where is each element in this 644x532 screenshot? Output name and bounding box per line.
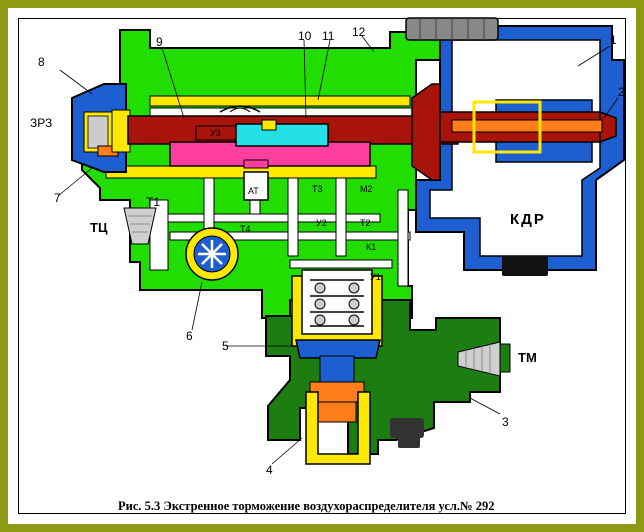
label-1: 1	[610, 33, 617, 47]
tc-connector	[123, 207, 157, 245]
inner-label-u1: У1	[370, 272, 381, 282]
inner-label-m2: М2	[360, 184, 373, 194]
label-9: 9	[156, 35, 163, 49]
label-8: 8	[38, 55, 45, 69]
rotary-valve	[185, 227, 239, 281]
inner-label-k1: К1	[366, 242, 376, 252]
figure-caption: Рис. 5.3 Экстренное торможение воздухора…	[118, 499, 495, 513]
leader-lines	[57, 35, 619, 465]
label-12: 12	[352, 25, 366, 39]
frame-inner-border	[18, 18, 626, 514]
label-t1: Т1	[146, 195, 160, 209]
left-cap	[71, 83, 131, 173]
label-4: 4	[266, 463, 273, 477]
label-11: 11	[322, 29, 335, 43]
lower-body	[265, 269, 501, 465]
inner-label-t2: Т2	[360, 218, 371, 228]
inner-label-t4: Т4	[240, 224, 251, 234]
top-bolt	[405, 17, 499, 41]
inner-label-t3: Т3	[312, 184, 323, 194]
tm-connector	[457, 341, 511, 377]
inner-label-u2: У2	[316, 218, 327, 228]
label-kdr: КДР	[510, 211, 546, 228]
label-tc: ТЦ	[90, 220, 108, 235]
label-10: 10	[298, 29, 312, 43]
label-zrz: ЗРЗ	[30, 116, 52, 130]
label-5: 5	[222, 339, 229, 353]
inner-pistons	[169, 105, 371, 201]
label-2: 2	[618, 85, 625, 99]
inner-label-at: АТ	[248, 186, 259, 196]
label-tm: ТМ	[518, 350, 537, 365]
label-6: 6	[186, 329, 193, 343]
label-7: 7	[54, 191, 61, 205]
inner-label-u3: У3	[210, 128, 221, 138]
label-3: 3	[502, 415, 509, 429]
